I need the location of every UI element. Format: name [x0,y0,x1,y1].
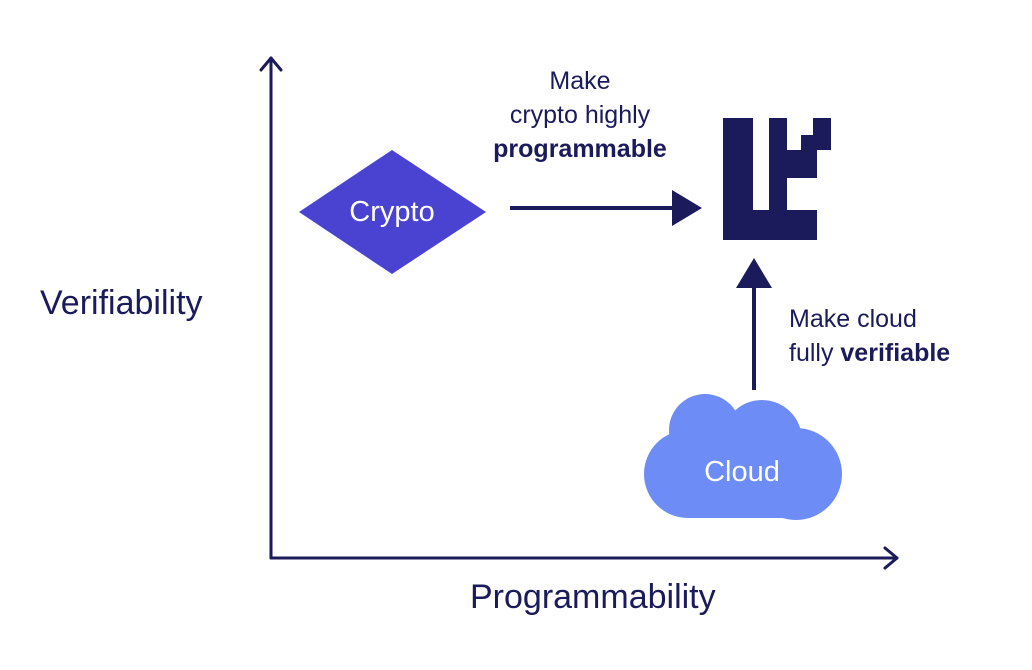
logo-mark [723,118,831,240]
note-crypto-line1: Make [549,67,611,95]
note-crypto-bold: programmable [493,135,667,163]
note-cloud-line1: Make cloud [789,305,917,333]
cloud-shape [644,394,842,520]
arrow-cloud-to-logo [736,258,772,390]
axes [259,56,899,570]
x-axis-arrowhead [883,546,899,570]
crypto-diamond [299,150,486,274]
y-axis-label: Verifiability [40,284,203,322]
x-axis-label: Programmability [470,578,716,616]
arrow-crypto-to-logo [510,190,702,226]
note-cloud-to-logo: Make cloud fully verifiable [789,302,950,370]
note-cloud-prefix: fully [789,339,841,367]
note-crypto-line2: crypto highly [509,101,651,129]
note-cloud-bold: verifiable [840,339,951,367]
crypto-label: Crypto [349,196,435,228]
note-crypto-to-logo: Make crypto highly programmable [470,64,690,166]
y-axis-arrowhead [259,56,283,72]
cloud-label: Cloud [704,456,780,488]
